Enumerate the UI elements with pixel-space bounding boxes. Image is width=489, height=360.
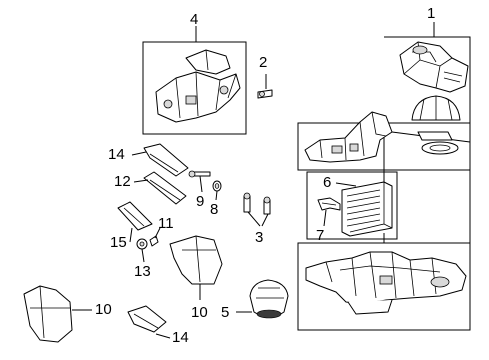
clip-part-2 <box>257 74 273 99</box>
callout-12: 12 <box>114 173 131 190</box>
lower-housing-part <box>305 251 467 315</box>
grommet-part-8 <box>212 180 222 192</box>
blower-scroll-cover-part <box>411 95 461 121</box>
callout-15: 15 <box>110 234 127 251</box>
assembly-4-box <box>142 41 247 135</box>
bolt-part-3 <box>243 192 271 227</box>
callout-1: 1 <box>427 5 436 22</box>
callout-9: 9 <box>196 193 205 210</box>
blower-motor-part-5 <box>249 279 289 319</box>
upper-case-part <box>399 41 469 93</box>
duct-part-12 <box>143 171 187 205</box>
leader-14-upper <box>131 151 147 156</box>
leader-12 <box>133 179 149 183</box>
leader-6 <box>335 182 357 187</box>
callout-4: 4 <box>190 11 199 28</box>
callout-10-left: 10 <box>95 301 112 318</box>
duct-part-14-lower <box>127 305 167 333</box>
callout-8: 8 <box>210 201 219 218</box>
pin-part-11 <box>149 235 159 247</box>
evaporator-seal-part <box>317 197 341 211</box>
callout-5: 5 <box>221 304 230 321</box>
duct-part-10-center <box>169 235 223 285</box>
leader-9 <box>199 175 203 193</box>
callout-2: 2 <box>259 54 268 71</box>
callout-13: 13 <box>134 263 151 280</box>
leader-13 <box>141 248 145 263</box>
filter-part-15 <box>117 201 153 231</box>
callout-10-center: 10 <box>191 304 208 321</box>
callout-7: 7 <box>316 227 325 244</box>
housing-box <box>297 242 471 331</box>
callout-6: 6 <box>323 174 332 191</box>
washer-part-13 <box>136 238 148 250</box>
leader-14-lower <box>155 333 171 339</box>
callout-3: 3 <box>255 229 264 246</box>
leader-7 <box>323 209 327 227</box>
duct-part-10-left <box>23 285 73 343</box>
screw-part-9 <box>188 170 211 178</box>
leader-15 <box>129 227 133 243</box>
leader-8 <box>215 190 218 201</box>
evaporator-box <box>306 171 398 240</box>
module-assembly-part <box>155 49 241 123</box>
vent-ring-part <box>417 131 459 155</box>
duct-part-14-upper <box>143 143 189 177</box>
callout-14-lower: 14 <box>172 329 189 346</box>
callout-14-upper: 14 <box>108 146 125 163</box>
leader-11 <box>154 227 161 239</box>
evaporator-core-part <box>341 181 393 237</box>
callout-11: 11 <box>158 215 174 232</box>
defrost-duct-part <box>304 111 471 163</box>
